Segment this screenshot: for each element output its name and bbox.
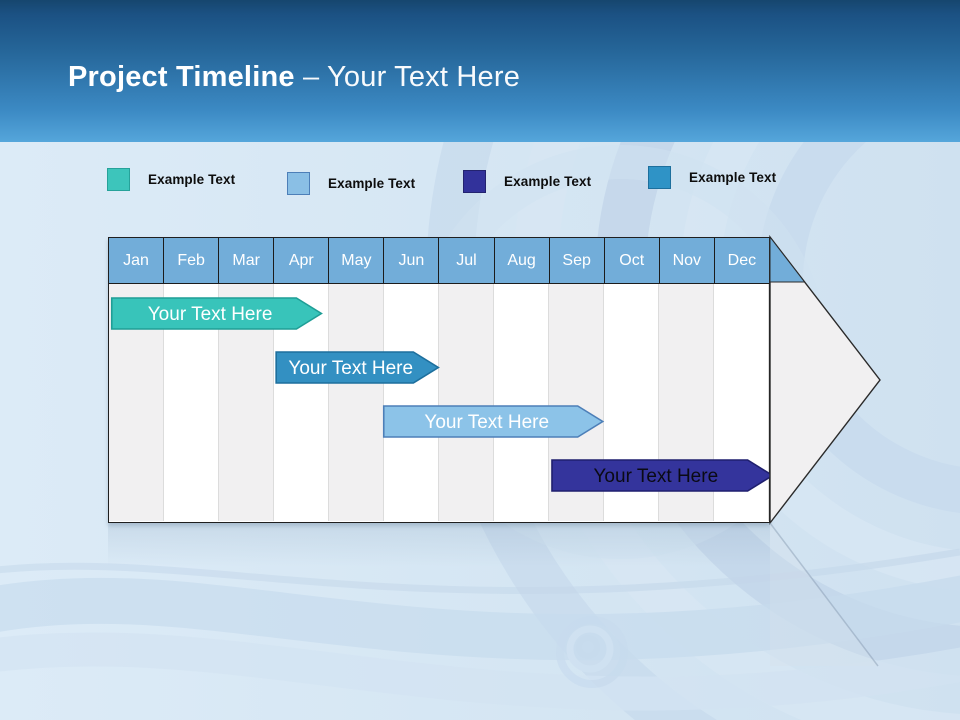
page-title-light: – Your Text Here <box>302 61 521 93</box>
month-cell-jun: Jun <box>384 238 440 283</box>
table-reflection <box>108 523 770 581</box>
timeline-arrow-head <box>769 234 881 526</box>
month-cell-may: May <box>329 238 385 283</box>
legend-label-3: Example Text <box>504 174 592 189</box>
legend: Example Text Example Text Example Text Exam… <box>0 142 960 212</box>
month-cell-feb: Feb <box>164 238 220 283</box>
arrow-head-shape <box>769 234 881 526</box>
body-column-jun <box>384 284 439 521</box>
timeline-bar-label-1: Your Text Here <box>148 304 273 325</box>
page-title-bold: Project Timeline <box>68 61 295 93</box>
body-column-jul <box>439 284 494 521</box>
arrow-head-header-sliver <box>769 235 806 283</box>
slide-content: Example Text Example Text Example Text Exam… <box>0 142 960 720</box>
timeline-bar-label-2: Your Text Here <box>288 358 413 379</box>
month-cell-mar: Mar <box>219 238 275 283</box>
body-column-may <box>329 284 384 521</box>
month-cell-apr: Apr <box>274 238 330 283</box>
body-column-aug <box>494 284 549 521</box>
timeline-bar-label-4: Your Text Here <box>594 466 719 487</box>
month-cell-nov: Nov <box>660 238 715 283</box>
month-cell-jul: Jul <box>439 238 495 283</box>
month-cell-sep: Sep <box>550 238 605 283</box>
legend-item-3: Example Text <box>463 170 591 193</box>
legend-swatch-4 <box>648 166 671 189</box>
month-cell-aug: Aug <box>495 238 550 283</box>
timeline-bar-1 <box>110 297 323 330</box>
page-title: Project Timeline – Your Text Here <box>68 60 520 94</box>
legend-label-1: Example Text <box>148 172 236 187</box>
legend-swatch-1 <box>107 168 130 191</box>
month-cell-oct: Oct <box>605 238 660 283</box>
timeline-bar-2 <box>275 351 440 384</box>
legend-item-2: Example Text <box>287 172 415 195</box>
timeline-bar-label-3: Your Text Here <box>424 412 549 433</box>
legend-item-1: Example Text <box>107 168 235 191</box>
month-cell-dec: Dec <box>727 251 757 269</box>
arrow-reflection <box>769 522 879 667</box>
legend-label-4: Example Text <box>689 170 777 185</box>
month-cell-jan: Jan <box>109 238 165 283</box>
legend-item-4: Example Text <box>648 166 776 189</box>
legend-swatch-2 <box>287 172 310 195</box>
legend-label-2: Example Text <box>328 176 416 191</box>
timeline-bar-3 <box>382 405 605 438</box>
slide-header: Project Timeline – Your Text Here <box>0 0 960 142</box>
timeline-bar-4 <box>551 459 775 492</box>
legend-swatch-3 <box>463 170 486 193</box>
